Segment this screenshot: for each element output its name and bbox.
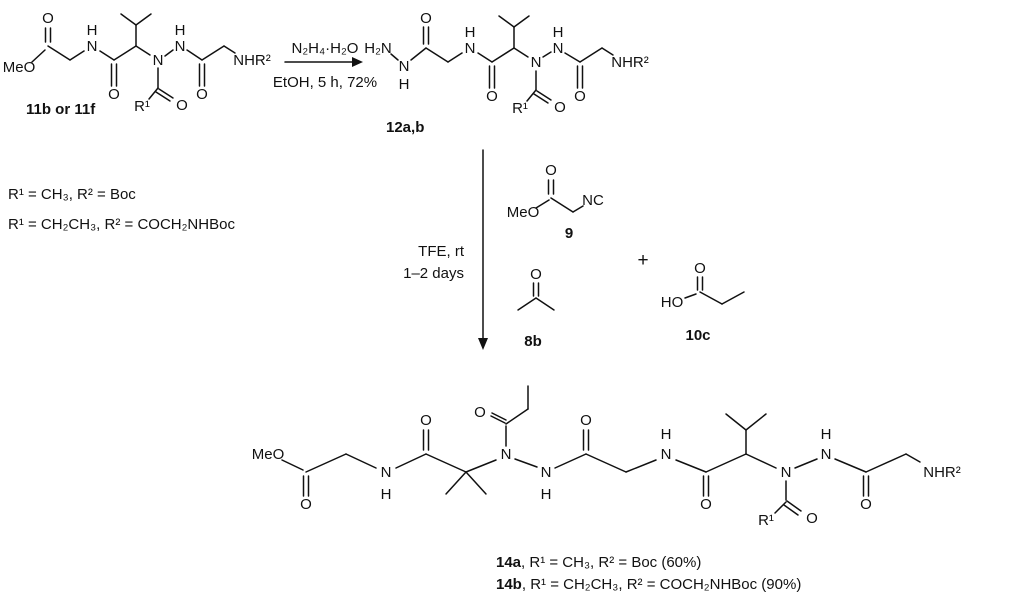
rgroup-line-1: R¹ = CH₃, R² = Boc [8,186,136,203]
compound-label-8b: 8b [524,333,542,350]
atom-label-amide2-o: O [700,496,712,513]
step2-conditions: TFE, rt 1–2 days [378,241,464,285]
atom-label-amide1-o: O [420,412,432,429]
product-label-14b: 14b, R¹ = CH₂CH₃, R² = COCH₂NHBoc (90%) [496,574,801,596]
product-label-14a: 14a, R¹ = CH₃, R² = Boc (60%) [496,552,801,574]
step1-conditions-text: EtOH, 5 h, 72% [272,74,378,91]
atom-label-hydrazide2-h: H [821,426,832,443]
atom-label-amide1-h: H [381,486,392,503]
atom-label-c2-o: O [420,10,432,27]
compound-label-10c: 10c [685,327,710,344]
atom-label-carbonyl-o: O [574,88,586,105]
atom-label-acyl-o: O [806,510,818,527]
product-label-14a-detail: , R¹ = CH₃, R² = Boc (60%) [521,554,702,571]
atom-label-amide1-n: N [381,464,392,481]
atom-label-hydrazide-h: H [175,22,186,39]
atom-label-amide-n: N [87,38,98,55]
step2-conditions-line1: TFE, rt [418,243,464,260]
structure-11-bonds [31,13,236,102]
atom-label-prop-n: N [501,446,512,463]
reaction-arrow-right-icon [284,57,363,67]
atom-label-meo: MeO [252,446,285,463]
atom-label-hydrazide1-n: N [541,464,552,481]
atom-label-amide-h: H [87,22,98,39]
atom-label-ester-o: O [42,10,54,27]
structure-12: H₂N N H O H N O N R¹ O H N O NHR² 12a,b [364,10,649,136]
product-label-14b-detail: , R¹ = CH₂CH₃, R² = COCH₂NHBoc (90%) [521,576,802,593]
atom-label-n-acyl: N [531,54,542,71]
atom-label-n1-h: H [399,76,410,93]
atom-label-nhr2: NHR² [611,54,649,71]
product-labels: 14a, R¹ = CH₃, R² = Boc (60%) 14b, R¹ = … [496,552,801,596]
atom-label-r1: R¹ [512,100,528,117]
atom-label-acyl-o: O [554,99,566,116]
structure-12-bonds [390,15,614,104]
atom-label-ester-o: O [300,496,312,513]
compound-label-12: 12a,b [386,119,424,136]
atom-label-carbonyl1-o: O [580,412,592,429]
structure-14: MeO O N H O N O N H O H N O N R¹ O H N O… [252,385,961,529]
atom-label-hydrazide-n: N [175,38,186,55]
atom-label-amide-h: H [465,24,476,41]
atom-label-o: O [545,162,557,179]
atom-label-o: O [530,266,542,283]
reaction-arrow-down-icon [478,149,488,350]
atom-label-nhr2: NHR² [923,464,961,481]
reagent-9: MeO O NC 9 [507,162,604,242]
reagent-8b: O 8b [517,266,555,350]
atom-label-n-acyl: N [153,52,164,69]
structure-11: MeO O H N O N R¹ O H N O NHR² 11b or 11f [3,10,271,118]
atom-label-nhr2: NHR² [233,52,271,69]
atom-label-amide-n: N [465,40,476,57]
atom-label-amide-o: O [486,88,498,105]
structure-14-bonds [281,385,921,516]
atom-label-carbonyl-o: O [196,86,208,103]
atom-label-nc: NC [582,192,604,209]
compound-label-11: 11b or 11f [26,101,96,118]
reagent-9-bonds [535,179,584,213]
rgroup-line-2: R¹ = CH₂CH₃, R² = COCH₂NHBoc [8,216,235,233]
atom-label-prop-o: O [474,404,486,421]
atom-label-r1: R¹ [134,98,150,115]
atom-label-carbonyl2-o: O [860,496,872,513]
reagent-10c: O HO 10c [661,260,745,344]
reagent-10c-bonds [684,276,745,305]
atom-label-hydrazide1-h: H [541,486,552,503]
atom-label-acyl-o: O [176,97,188,114]
atom-label-hydrazide2-n: N [821,446,832,463]
plus-sign: + [637,250,649,271]
product-label-14b-number: 14b [496,576,522,593]
atom-label-meo: MeO [3,59,36,76]
atom-label-n-acyl: N [781,464,792,481]
rgroup-definitions: R¹ = CH₃, R² = Boc R¹ = CH₂CH₃, R² = COC… [8,180,235,240]
atom-label-n1: N [399,58,410,75]
product-label-14a-number: 14a [496,554,522,571]
reagent-8b-bonds [517,282,555,311]
atom-label-hydrazide-n: N [553,40,564,57]
atom-label-h2n: H₂N [364,40,392,57]
atom-label-amide-o: O [108,86,120,103]
atom-label-amide2-h: H [661,426,672,443]
atom-label-r1: R¹ [758,512,774,529]
atom-label-hydrazide-h: H [553,24,564,41]
compound-label-9: 9 [565,225,573,242]
atom-label-amide2-n: N [661,446,672,463]
step2-conditions-line2: 1–2 days [403,265,464,282]
atom-label-o: O [694,260,706,277]
atom-label-ho: HO [661,294,684,311]
step1-reagent-text: N₂H₄·H₂O [291,40,359,57]
atom-label-meo: MeO [507,204,540,221]
